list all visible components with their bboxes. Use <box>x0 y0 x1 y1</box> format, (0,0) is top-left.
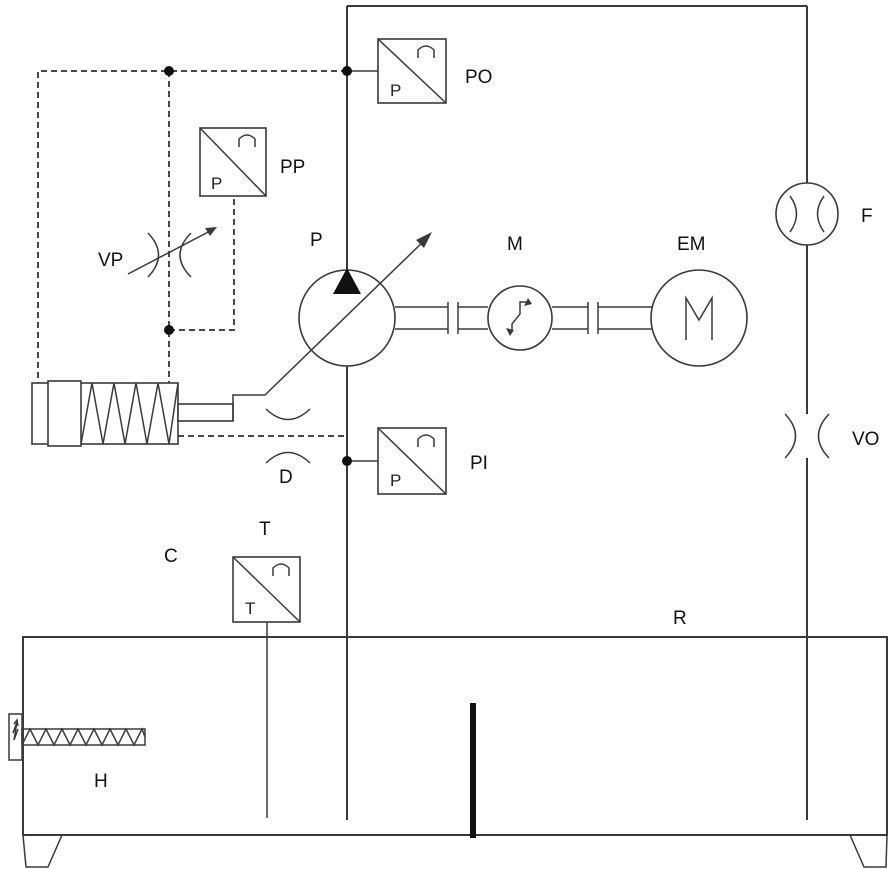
variable-restrictor-vp <box>127 227 217 278</box>
pilot-lines <box>37 66 378 466</box>
label-d: D <box>279 467 293 488</box>
junction-dot <box>164 325 174 335</box>
junction-dot <box>164 66 174 76</box>
pump-triangle-icon <box>333 268 361 294</box>
label-f: F <box>861 206 873 227</box>
po-sensor-letter: P <box>390 81 401 100</box>
pump-adjust-arrow-icon <box>416 232 432 248</box>
label-m: M <box>507 234 523 255</box>
adjust-arrow-icon <box>205 227 217 236</box>
label-pp: PP <box>280 157 305 178</box>
labels: PO PP VP P M EM F VO PI D C T R H M <box>94 67 879 792</box>
pi-sensor-letter: P <box>390 471 401 490</box>
pressure-sensor-po: P <box>377 38 447 104</box>
label-pi: PI <box>470 453 488 474</box>
pp-pilot-line <box>169 196 235 331</box>
label-p: P <box>310 230 323 251</box>
label-po: PO <box>465 67 492 88</box>
t-sensor-letter: T <box>245 599 255 618</box>
variable-pump <box>298 268 488 367</box>
motor-m-glyph <box>685 295 713 340</box>
label-t: T <box>259 519 271 540</box>
electric-motor <box>650 269 748 367</box>
pressure-sensor-pp: P <box>199 127 267 197</box>
heater-coil <box>21 727 146 747</box>
heater <box>8 713 146 761</box>
label-em: EM <box>677 234 706 255</box>
main-lines <box>266 5 808 820</box>
servo-cylinder <box>31 232 432 447</box>
heater-lightning-icon <box>12 721 19 741</box>
reservoir-foot-right <box>849 834 888 868</box>
reservoir <box>22 636 888 868</box>
label-r: R <box>673 608 687 629</box>
label-vp: VP <box>98 250 123 271</box>
pilot-line-outer <box>37 70 347 383</box>
flow-meter <box>775 182 839 246</box>
reservoir-foot-left <box>22 834 63 868</box>
label-c: C <box>164 546 178 567</box>
label-vo: VO <box>852 429 879 450</box>
temperature-sensor: T <box>232 556 301 623</box>
drain-restrictor-d <box>265 408 311 464</box>
restrictor-vo <box>784 413 830 459</box>
cylinder-spring <box>80 382 179 445</box>
pressure-sensor-pi: P <box>377 427 447 495</box>
pp-sensor-letter: P <box>211 174 222 193</box>
torque-meter <box>487 285 652 351</box>
pump-stroke-arrow <box>232 236 429 421</box>
junction-dot <box>342 456 352 466</box>
label-h: H <box>94 771 108 792</box>
junction-dot <box>342 66 352 76</box>
